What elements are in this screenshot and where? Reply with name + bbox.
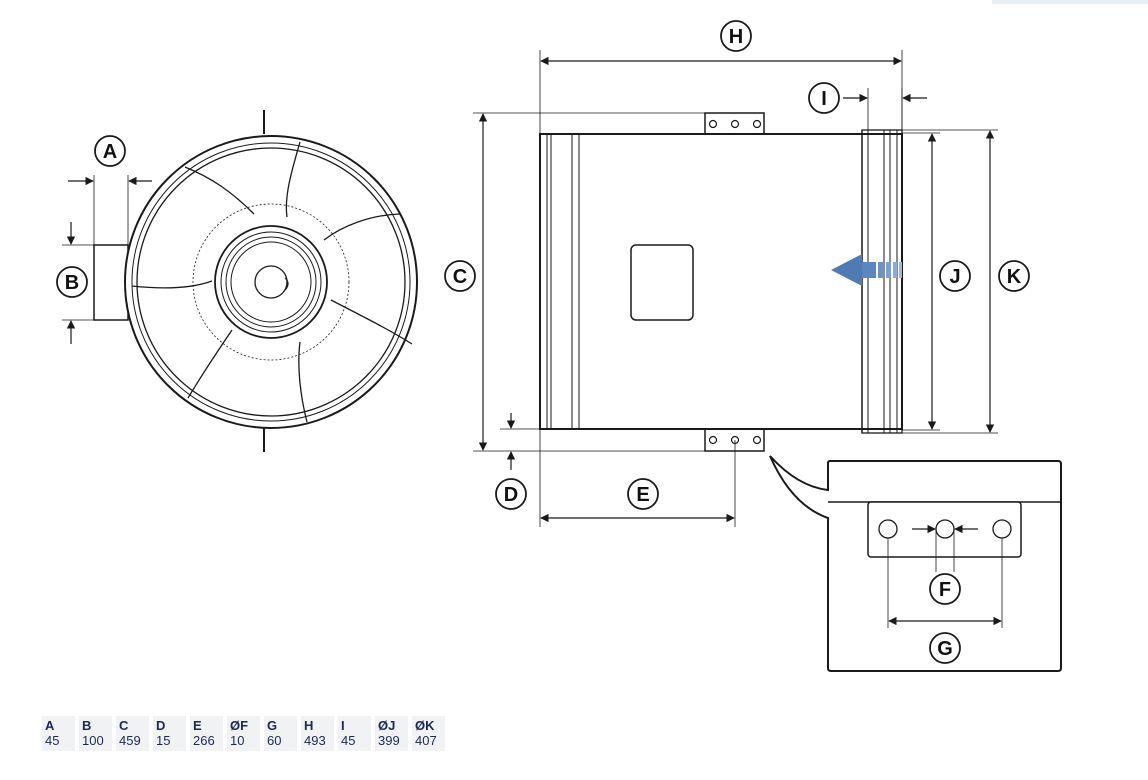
dim-value: 399 <box>378 733 400 748</box>
label-E: E <box>627 478 659 510</box>
label-C: C <box>444 260 476 292</box>
label-G: G <box>929 632 961 664</box>
dim-key: I <box>341 718 345 733</box>
dimension-table: A 45 B 100 C 459 D 15 E 266 ØF 10 G 60 H… <box>42 716 445 751</box>
dim-key: E <box>193 718 202 733</box>
dim-cell-I: I 45 <box>338 716 371 751</box>
airflow-arrow-icon <box>831 254 902 286</box>
label-I: I <box>808 82 840 114</box>
dim-cell-G: G 60 <box>264 716 297 751</box>
dim-cell-D: D 15 <box>153 716 186 751</box>
dim-key: ØJ <box>378 718 396 733</box>
dim-value: 60 <box>267 733 282 748</box>
dim-cell-A: A 45 <box>42 716 75 751</box>
dim-value: 493 <box>304 733 326 748</box>
svg-text:K: K <box>1007 266 1022 288</box>
dim-key: H <box>304 718 314 733</box>
fan-dimension-drawing: A B H I C D E J K F G <box>56 20 1062 672</box>
dim-key: D <box>156 718 166 733</box>
dim-key: C <box>119 718 129 733</box>
dim-key: ØF <box>230 718 249 733</box>
top-edge-strip <box>992 0 1148 4</box>
dim-cell-F: ØF 10 <box>227 716 260 751</box>
dim-cell-B: B 100 <box>79 716 112 751</box>
svg-text:A: A <box>103 141 117 163</box>
svg-text:E: E <box>636 484 649 506</box>
label-F: F <box>929 573 961 605</box>
dim-cell-H: H 493 <box>301 716 334 751</box>
dim-key: B <box>82 718 92 733</box>
dim-value: 266 <box>193 733 215 748</box>
fan-blades <box>131 141 413 423</box>
dim-value: 459 <box>119 733 141 748</box>
dim-cell-C: C 459 <box>116 716 149 751</box>
svg-text:D: D <box>504 484 518 506</box>
label-D: D <box>495 478 527 510</box>
bracket-detail-callout <box>769 455 1062 672</box>
dim-cell-K: ØK 407 <box>412 716 445 751</box>
dim-value: 15 <box>156 733 171 748</box>
front-view <box>62 110 418 452</box>
svg-text:B: B <box>65 272 79 294</box>
dim-value: 10 <box>230 733 245 748</box>
side-view <box>473 50 998 527</box>
dim-cell-J: ØJ 399 <box>375 716 408 751</box>
label-B: B <box>56 266 88 298</box>
label-A: A <box>94 135 126 167</box>
svg-text:H: H <box>729 26 743 48</box>
dim-key: G <box>267 718 278 733</box>
dim-value: 407 <box>415 733 437 748</box>
dim-key: A <box>45 718 55 733</box>
dim-value: 100 <box>82 733 104 748</box>
svg-text:C: C <box>453 266 467 288</box>
svg-text:I: I <box>821 88 827 110</box>
svg-text:J: J <box>949 266 960 288</box>
label-J: J <box>939 260 971 292</box>
dim-cell-E: E 266 <box>190 716 223 751</box>
dim-value: 45 <box>45 733 60 748</box>
dim-key: ØK <box>415 718 435 733</box>
label-H: H <box>720 20 752 52</box>
svg-text:G: G <box>937 638 953 660</box>
dim-value: 45 <box>341 733 356 748</box>
svg-text:F: F <box>939 579 951 601</box>
label-K: K <box>998 260 1030 292</box>
